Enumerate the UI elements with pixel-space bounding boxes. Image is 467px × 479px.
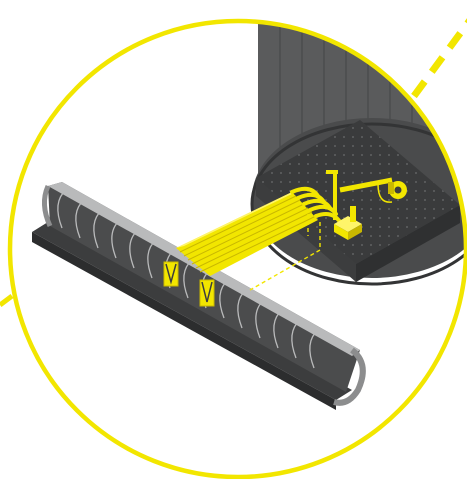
mast-pole — [333, 172, 337, 220]
shaft-structure — [252, 22, 467, 284]
cable-reel-hub — [395, 187, 402, 194]
left-leader-tick — [0, 296, 12, 305]
reel-frame — [388, 182, 394, 194]
support-stand-2 — [200, 280, 214, 306]
winch-post — [350, 206, 356, 222]
mast-top — [326, 170, 338, 174]
leader-dash-line — [414, 20, 467, 96]
support-stand-1 — [164, 262, 178, 286]
